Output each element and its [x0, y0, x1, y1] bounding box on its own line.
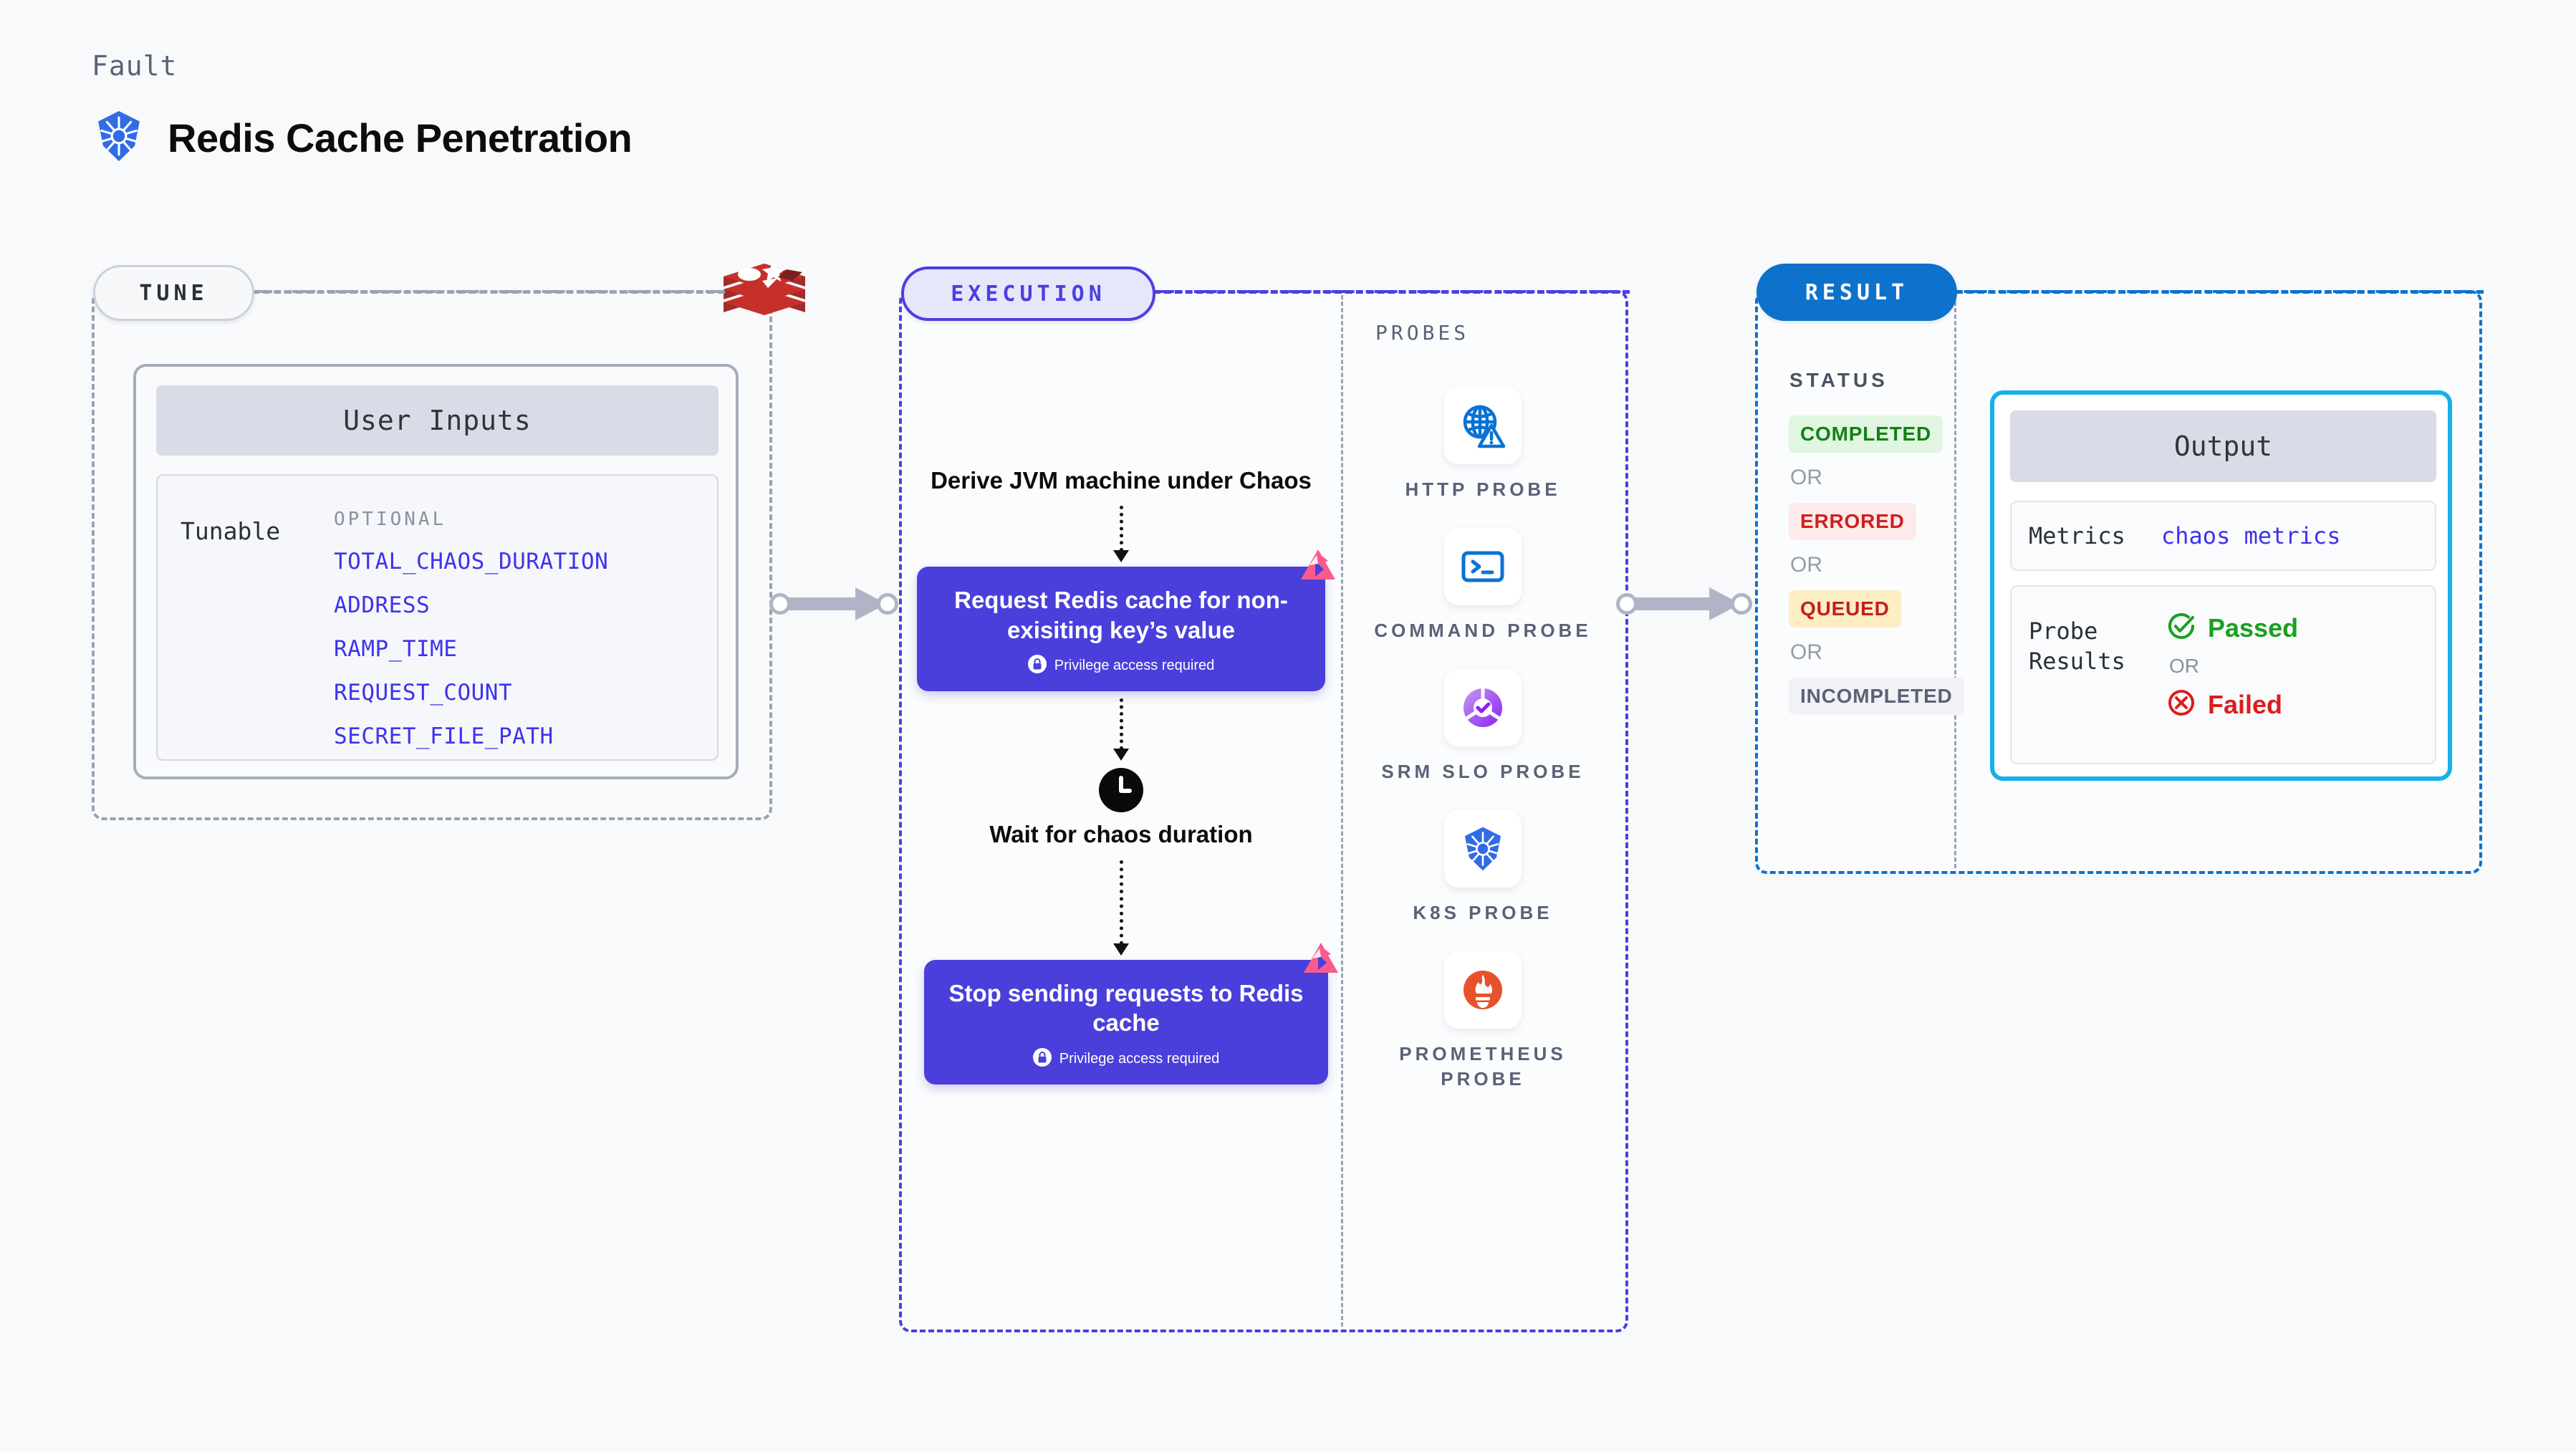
step-title: Request Redis cache for non-exisiting ke…: [954, 587, 1288, 643]
user-inputs-card: User Inputs Tunable OPTIONAL TOTAL_CHAOS…: [133, 364, 739, 779]
tunable-panel: Tunable OPTIONAL TOTAL_CHAOS_DURATION AD…: [156, 474, 719, 761]
probe-results-row: Probe Results Passed OR: [2010, 585, 2436, 764]
metrics-label: Metrics: [2029, 522, 2125, 549]
probe-results-label: Probe Results: [2029, 617, 2125, 675]
probe-item-prometheus[interactable]: PROMETHEUS PROBE: [1357, 951, 1608, 1092]
page-title: Redis Cache Penetration: [168, 115, 633, 160]
privilege-note: Privilege access required: [946, 1047, 1307, 1070]
probe-result-failed-label: Failed: [2208, 689, 2283, 719]
probe-label: K8S PROBE: [1413, 902, 1553, 924]
probes-divider: [1341, 295, 1343, 1327]
status-badge-errored: ERRORED: [1789, 503, 1916, 540]
srm-slo-icon: [1444, 669, 1522, 747]
probe-item-k8s[interactable]: K8S PROBE: [1357, 810, 1608, 925]
metrics-row: Metrics chaos metrics: [2010, 501, 2436, 571]
or-label: OR: [1790, 466, 1822, 489]
or-label: OR: [2169, 655, 2199, 677]
page-header: Fault Redis Cache Pen: [92, 50, 633, 167]
redis-logo: [718, 252, 811, 331]
tune-chip-connector: [252, 290, 725, 294]
litmus-icon: [1302, 941, 1340, 976]
flow-arrow-1: [917, 506, 1325, 563]
execution-flow: Derive JVM machine under Chaos Request R…: [917, 466, 1338, 1085]
probe-results-values: Passed OR Failed: [2166, 611, 2298, 721]
tune-chip-label: TUNE: [139, 280, 208, 306]
x-circle-icon: [2166, 688, 2196, 721]
litmus-icon: [1299, 548, 1337, 582]
page-title-row: Redis Cache Penetration: [92, 109, 633, 167]
flow-step-wait: Wait for chaos duration: [917, 768, 1325, 850]
check-circle-icon: [2166, 611, 2196, 645]
probe-result-failed: Failed: [2166, 688, 2298, 721]
tunable-item-request-count[interactable]: REQUEST_COUNT: [334, 680, 513, 706]
prometheus-icon: [1444, 951, 1522, 1029]
output-header: Output: [2010, 410, 2436, 482]
kubernetes-icon: [1444, 810, 1522, 888]
probe-label: COMMAND PROBE: [1374, 620, 1592, 642]
execution-chip-connector: [1153, 290, 1630, 294]
result-chip-label: RESULT: [1804, 279, 1909, 305]
connector-probes-to-result: [1612, 587, 1769, 620]
globe-warning-icon: [1444, 387, 1522, 464]
optional-label: OPTIONAL: [334, 509, 447, 530]
lock-icon: [1027, 655, 1047, 677]
tunable-label: Tunable: [181, 517, 281, 545]
execution-chip-label: EXECUTION: [951, 281, 1106, 307]
clock-icon: [1099, 768, 1143, 813]
connector-tune-to-execution: [765, 587, 908, 620]
kubernetes-icon: [92, 109, 146, 167]
tunable-item-total-chaos-duration[interactable]: TOTAL_CHAOS_DURATION: [334, 549, 609, 574]
flow-caption-wait: Wait for chaos duration: [989, 821, 1253, 848]
output-card: Output Metrics chaos metrics Probe Resul…: [1990, 390, 2452, 781]
tunable-item-address[interactable]: ADDRESS: [334, 592, 431, 618]
execution-chip[interactable]: EXECUTION: [901, 266, 1155, 321]
flow-arrow-2: [917, 698, 1325, 761]
probe-label: SRM SLO PROBE: [1381, 761, 1585, 783]
result-divider: [1954, 295, 1956, 868]
probe-result-passed: Passed: [2166, 611, 2298, 645]
privilege-note-text: Privilege access required: [1054, 658, 1215, 674]
privilege-note-text: Privilege access required: [1059, 1050, 1220, 1067]
status-title: STATUS: [1789, 369, 1888, 391]
tune-chip[interactable]: TUNE: [93, 265, 254, 321]
status-badge-queued: QUEUED: [1789, 590, 1901, 628]
or-label: OR: [1790, 640, 1822, 664]
tunable-list: OPTIONAL TOTAL_CHAOS_DURATION ADDRESS RA…: [334, 509, 608, 767]
tunable-item-ramp-time[interactable]: RAMP_TIME: [334, 636, 458, 662]
probe-item-command[interactable]: COMMAND PROBE: [1357, 528, 1608, 643]
or-label: OR: [1790, 553, 1822, 577]
status-list: COMPLETED OR ERRORED OR QUEUED OR INCOMP…: [1789, 415, 1964, 715]
status-badge-completed: COMPLETED: [1789, 415, 1943, 453]
status-badge-incompleted: INCOMPLETED: [1789, 678, 1964, 715]
result-chip[interactable]: RESULT: [1756, 264, 1957, 321]
probes-list: HTTP PROBE COMMAND PROBE: [1357, 387, 1608, 1118]
probes-title: PROBES: [1375, 321, 1470, 345]
page-kicker: Fault: [92, 50, 178, 82]
probe-label: PROMETHEUS PROBE: [1399, 1043, 1567, 1090]
flow-arrow-3: [917, 860, 1325, 956]
step-request-redis-cache[interactable]: Request Redis cache for non-exisiting ke…: [917, 549, 1335, 692]
flow-caption-derive-jvm: Derive JVM machine under Chaos: [931, 467, 1312, 494]
probe-result-passed-label: Passed: [2208, 612, 2299, 643]
metrics-value[interactable]: chaos metrics: [2161, 522, 2341, 549]
step-title: Stop sending requests to Redis cache: [948, 979, 1304, 1037]
tunable-item-secret-file-path[interactable]: SECRET_FILE_PATH: [334, 723, 554, 749]
probe-label: HTTP PROBE: [1405, 479, 1561, 500]
probe-item-srm-slo[interactable]: SRM SLO PROBE: [1357, 669, 1608, 784]
terminal-icon: [1444, 528, 1522, 606]
lock-icon: [1032, 1047, 1052, 1070]
probe-item-http[interactable]: HTTP PROBE: [1357, 387, 1608, 502]
step-stop-sending-requests[interactable]: Stop sending requests to Redis cache Pri…: [924, 942, 1338, 1085]
privilege-note: Privilege access required: [938, 655, 1304, 677]
result-chip-connector: [1956, 290, 2484, 294]
user-inputs-header: User Inputs: [156, 385, 719, 456]
